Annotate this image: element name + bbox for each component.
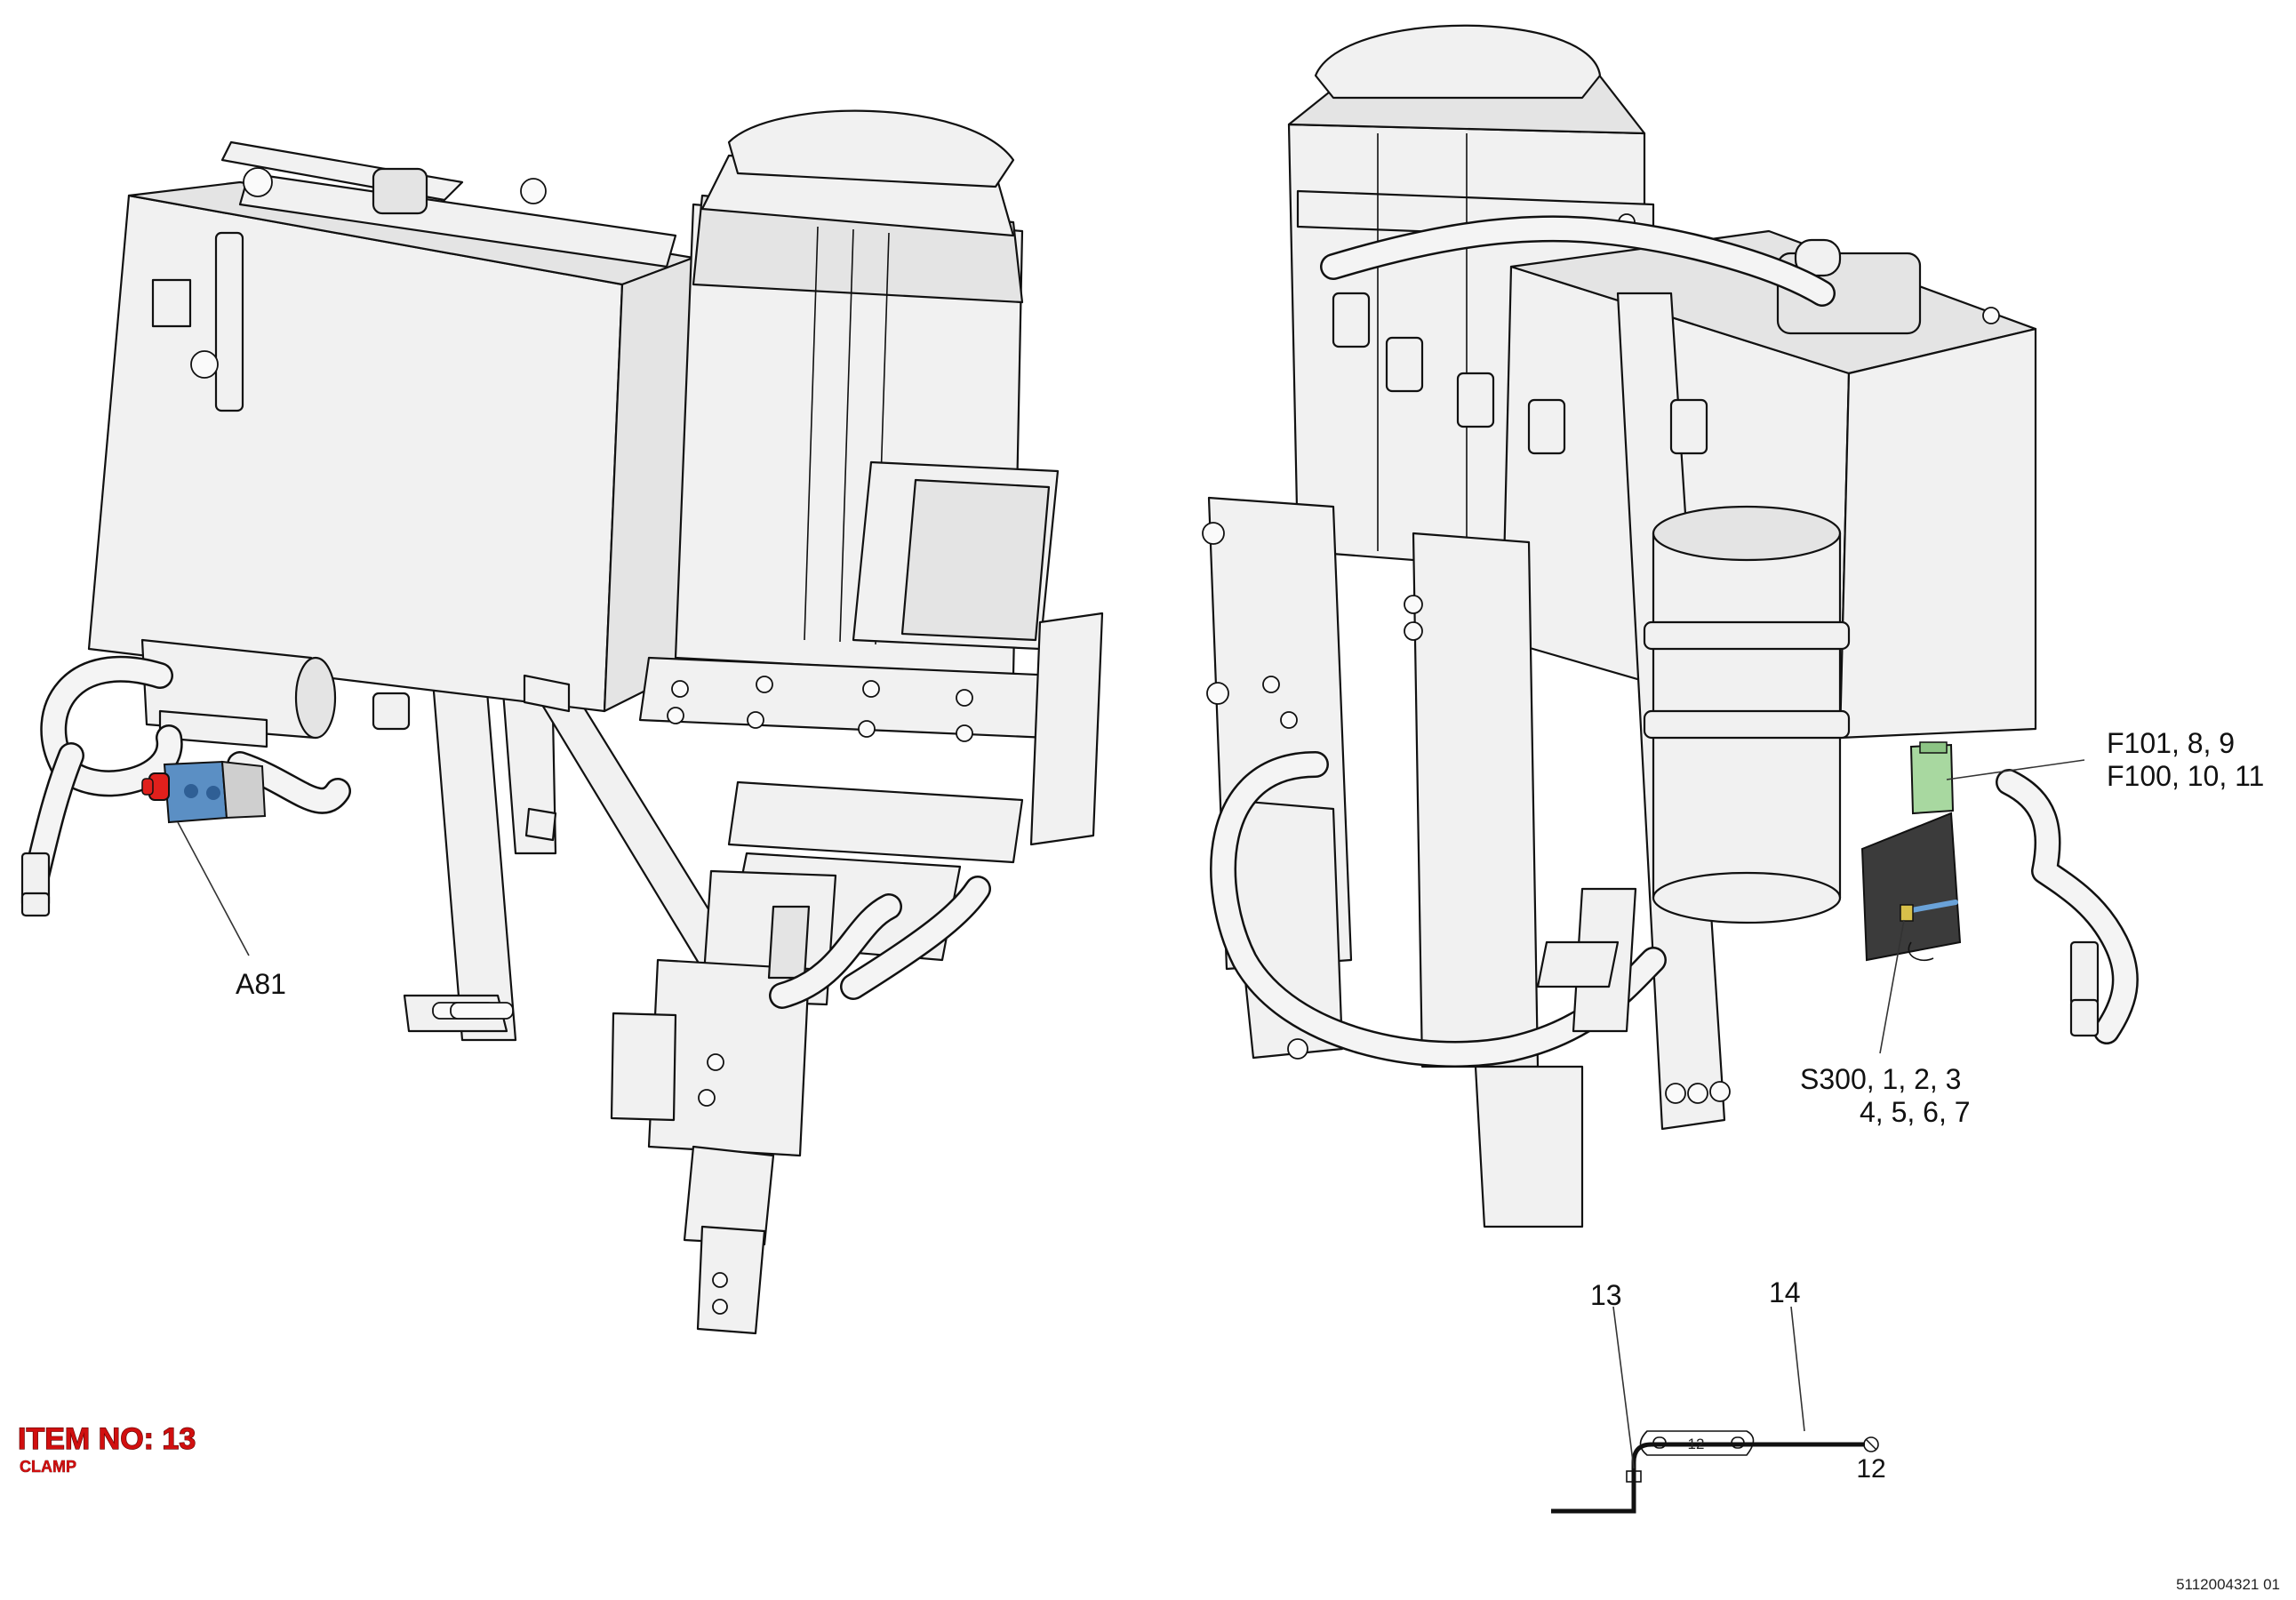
a81-leader	[177, 821, 250, 956]
document-number: 5112004321 01	[2176, 1576, 2280, 1593]
tank-plate	[151, 278, 192, 328]
callout-s300-line2: 4, 5, 6, 7	[1860, 1096, 1971, 1128]
callout-14: 14	[1769, 1276, 1801, 1308]
s300-leader	[1879, 919, 1905, 1054]
f101-leader	[1946, 759, 2085, 780]
level-gauge	[214, 231, 244, 412]
callout-13: 13	[1590, 1279, 1622, 1311]
item-number: ITEM NO: 13	[18, 1422, 196, 1456]
c13-leader	[1612, 1306, 1635, 1469]
frame-pins	[432, 1002, 514, 1020]
s300-panel[interactable]	[1860, 812, 1962, 962]
callout-f101: F101, 8, 9	[2107, 727, 2235, 759]
right-hydraulic-unit	[1202, 24, 2139, 1228]
frame-bolts	[1202, 522, 1731, 1104]
fittings	[1332, 292, 1708, 455]
f101-f100-component[interactable]	[1909, 741, 1955, 815]
left-hydraulic-unit	[20, 109, 1104, 1335]
flange-bolts	[667, 676, 973, 742]
callout-s300-line1: S300, 1, 2, 3	[1800, 1063, 1961, 1095]
clamp-14-part[interactable]	[1639, 1430, 1755, 1456]
callout-f100: F100, 10, 11	[2107, 760, 2264, 792]
clamp-detail: 12 12	[1551, 1430, 1886, 1514]
a81-component[interactable]	[141, 760, 267, 824]
clamp-side-label: 12	[1856, 1454, 1885, 1484]
clamp-13-part[interactable]	[1626, 1470, 1642, 1483]
callout-a81: A81	[236, 968, 286, 1000]
clamp-size-label: 12	[1688, 1436, 1705, 1452]
item-name: CLAMP	[20, 1458, 76, 1476]
c14-leader	[1790, 1306, 1805, 1432]
